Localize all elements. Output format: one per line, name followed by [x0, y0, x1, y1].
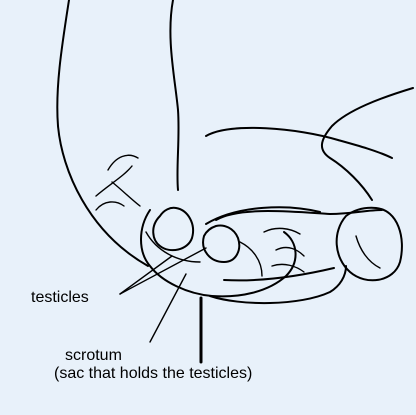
right-testicle	[203, 226, 239, 263]
scrotum-pointer-line	[150, 274, 186, 342]
hair-curl-1	[96, 166, 132, 196]
hair-curl-4	[96, 202, 124, 210]
right-thigh-bottom-outline	[206, 207, 320, 224]
right-testicle-fold	[240, 242, 262, 276]
penis-head-ridge	[356, 236, 380, 268]
hair-curl-6	[276, 248, 304, 256]
scrotum-label: scrotum	[65, 347, 122, 365]
right-thigh-bend-outline	[224, 268, 334, 280]
back-leg-outline	[322, 88, 413, 200]
testicles-pointer-line-2	[120, 248, 206, 294]
hair-curl-7	[272, 264, 304, 272]
left-thigh-outline	[57, 0, 148, 266]
testicles-label: testicles	[31, 289, 89, 307]
hair-curl-2	[108, 155, 138, 170]
left-testicle	[153, 208, 193, 250]
right-thigh-top-outline	[206, 128, 392, 158]
hair-curl-5	[264, 228, 300, 234]
scrotum-sac-outline	[141, 210, 296, 296]
left-thigh-inner-outline	[170, 0, 178, 190]
scrotum-description-label: (sac that holds the testicles)	[54, 365, 252, 383]
scrotum-lower-outline	[210, 266, 346, 303]
